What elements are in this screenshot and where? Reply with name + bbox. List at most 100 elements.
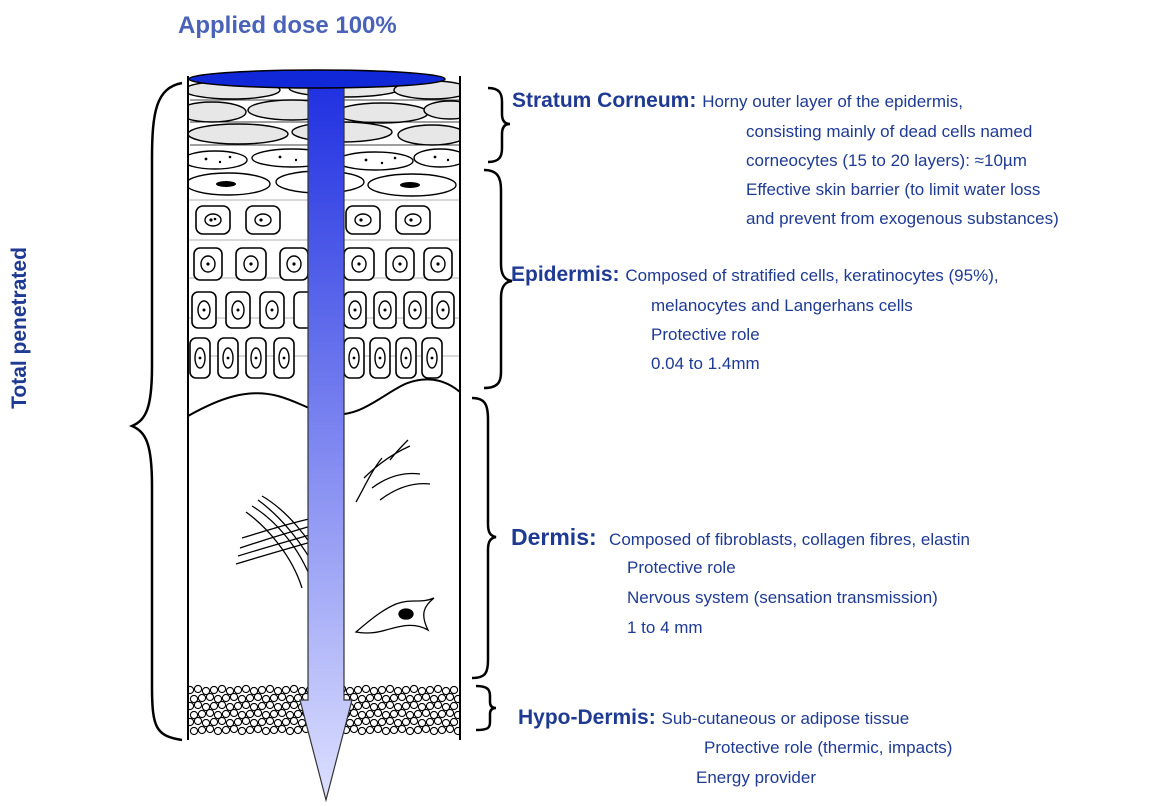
fat-cell [434,717,441,724]
epidermis-desc-line: Composed of stratified cells, keratinocy… [625,266,998,285]
fat-cell [198,694,205,701]
stratum-corneum-desc-line: corneocytes (15 to 20 layers): ≈10µm [746,151,1027,171]
fat-cell [286,727,293,734]
epidermis-desc-line: Protective role [651,325,760,345]
fat-cell [242,717,249,724]
fat-cell [378,702,385,709]
fat-cell [238,727,245,734]
fat-cell [386,717,393,724]
fat-cell [374,693,381,700]
stratum-corneum-brace [488,88,510,162]
fat-cell [282,686,289,693]
fat-cell [414,710,421,717]
fat-cell [402,718,409,725]
fat-cell [266,717,273,724]
fat-cell [282,702,289,709]
fat-cell [430,727,437,734]
fat-cell [438,710,445,717]
fat-cell [254,709,261,716]
fat-cell [446,709,453,716]
fat-cell [222,710,229,717]
fat-cell [350,725,357,732]
fat-cell [278,693,285,700]
fat-cell [378,686,385,693]
stratum-corneum-desc-line: Effective skin barrier (to limit water l… [746,180,1040,200]
hypodermis-desc-line: Sub-cutaneous or adipose tissue [662,709,910,728]
fat-cell [438,694,445,701]
fat-cell [230,693,237,700]
fat-cell [222,726,229,733]
fat-cell [398,709,405,716]
fat-cell [434,701,441,708]
epidermis-name: Epidermis: [511,263,620,286]
fat-cell [350,709,357,716]
fat-cell [414,694,421,701]
fat-cell [194,717,201,724]
fat-cell [386,685,393,692]
epidermis-brace [484,170,512,388]
fat-cell [402,686,409,693]
dermis-desc-line: 1 to 4 mm [627,618,703,638]
fat-cell [294,726,301,733]
fat-cell [290,701,297,708]
hypodermis-name: Hypo-Dermis: [518,706,656,729]
fat-cell [270,710,277,717]
fat-cell [390,694,397,701]
fat-cell [374,725,381,732]
fat-cell [362,717,369,724]
fat-cell [242,685,249,692]
fat-cell [270,694,277,701]
total-penetrated-brace [132,83,182,740]
fat-cell [446,693,453,700]
fat-cell [410,685,417,692]
fat-cell [262,727,269,734]
fat-cell [214,727,221,734]
dermis-desc-line: Composed of fibroblasts, collagen fibres… [609,530,970,549]
fat-cell [410,717,417,724]
fat-cell [198,726,205,733]
fat-cell [378,718,385,725]
hypodermis-brace [476,686,496,730]
fat-cell [246,726,253,733]
fat-cell [398,725,405,732]
fat-cell [210,686,217,693]
dermis-name: Dermis: [511,524,597,550]
fat-cell [230,709,237,716]
fat-cell [450,702,457,709]
fat-cell [206,725,213,732]
fat-cell [258,702,265,709]
fat-cell [362,701,369,708]
hypodermis-desc-line: Protective role (thermic, impacts) [704,738,952,758]
fat-cell [222,694,229,701]
fat-cell [258,718,265,725]
fat-cell [194,685,201,692]
fat-cell [218,701,225,708]
fat-cell [402,702,409,709]
fat-cell [218,685,225,692]
fat-cell [414,726,421,733]
fat-cell [426,702,433,709]
fat-cell [246,710,253,717]
fat-cell [266,701,273,708]
fat-cell [258,686,265,693]
fat-cell [206,709,213,716]
fat-cell [362,685,369,692]
fat-cell [230,725,237,732]
fat-cell [194,701,201,708]
fat-cell [422,725,429,732]
fat-cell [406,727,413,734]
fat-cell [386,701,393,708]
fat-cell [354,686,361,693]
fat-cell [198,710,205,717]
dermis-desc-line: Protective role [627,558,736,578]
fat-cell [366,710,373,717]
stratum-corneum-desc-line: Horny outer layer of the epidermis, [702,92,963,111]
fat-cell [366,694,373,701]
fat-cell [450,718,457,725]
fat-cell [390,710,397,717]
fat-cell [246,694,253,701]
fat-cell [398,693,405,700]
fat-cell [382,727,389,734]
